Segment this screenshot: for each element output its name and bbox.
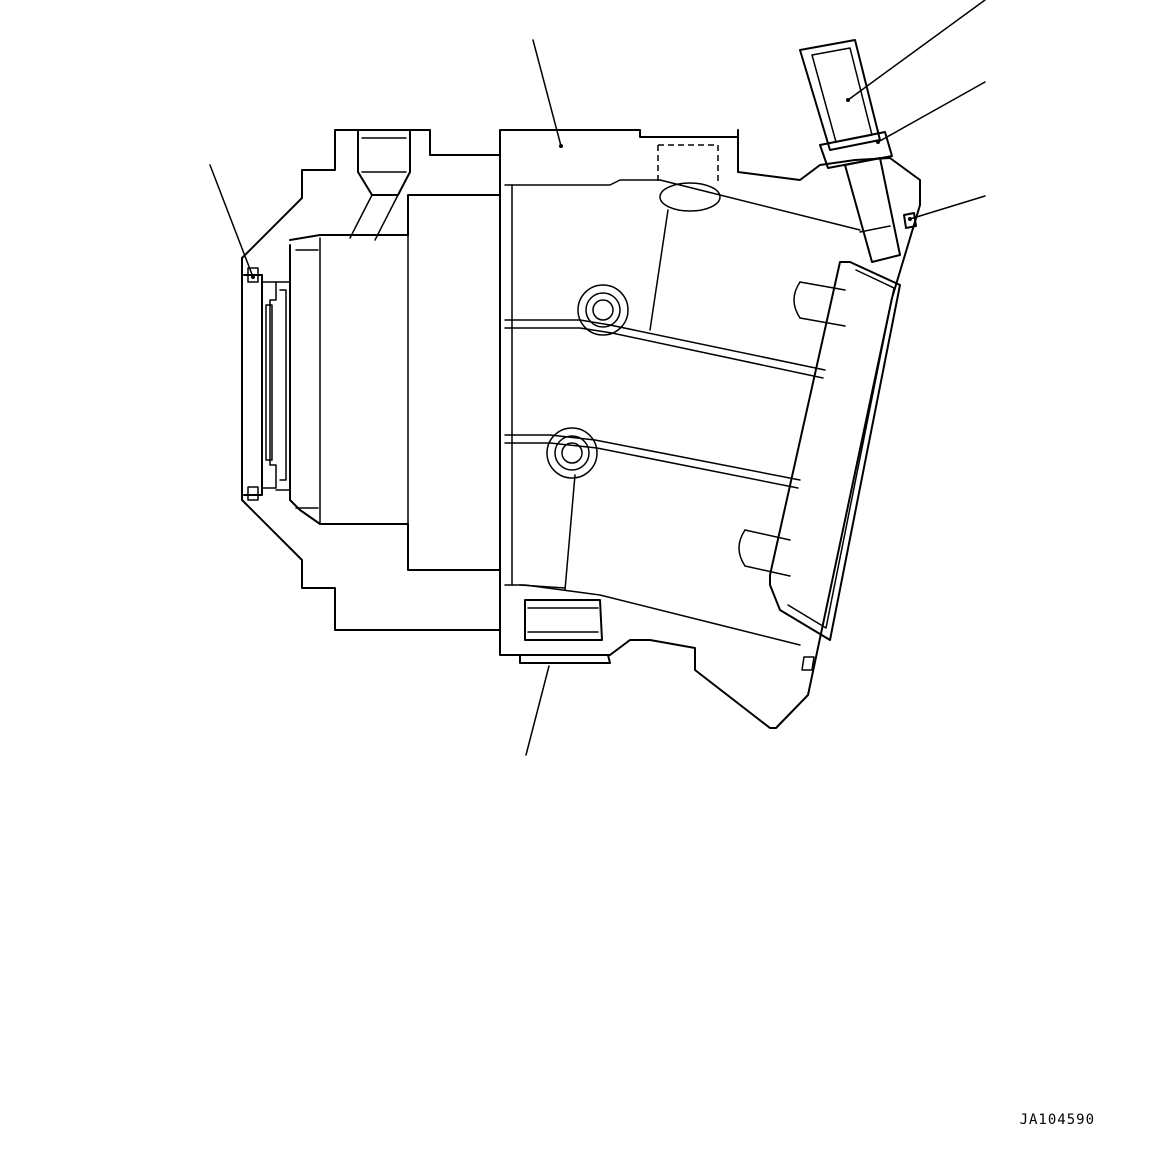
leader-line-fitting — [909, 195, 986, 220]
leader-line-seal — [209, 164, 254, 278]
cylinder-block — [738, 261, 901, 641]
upper-port — [577, 284, 629, 336]
leader-line-sensor — [847, 0, 986, 101]
leader-lines — [209, 0, 986, 756]
small-fitting — [903, 212, 917, 229]
internal-passages — [504, 319, 826, 591]
leader-dot-sensor-nut — [876, 140, 880, 144]
leader-dot-seal — [251, 275, 255, 279]
leader-dot-sensor — [846, 98, 850, 102]
drawing-code: JA104590 — [1019, 1112, 1095, 1128]
angled-sensor — [799, 39, 901, 263]
leader-dot-housing — [559, 144, 563, 148]
main-housing — [499, 129, 921, 729]
leader-line-housing — [532, 39, 562, 147]
lower-port — [546, 427, 598, 479]
leader-line-drain-plug — [525, 665, 550, 756]
leader-line-sensor-nut — [877, 81, 986, 143]
bottom-drain-plug — [519, 599, 611, 664]
left-flange-cover — [241, 129, 501, 631]
bottom-right-notch — [801, 656, 815, 671]
shaft-seal — [243, 267, 291, 501]
